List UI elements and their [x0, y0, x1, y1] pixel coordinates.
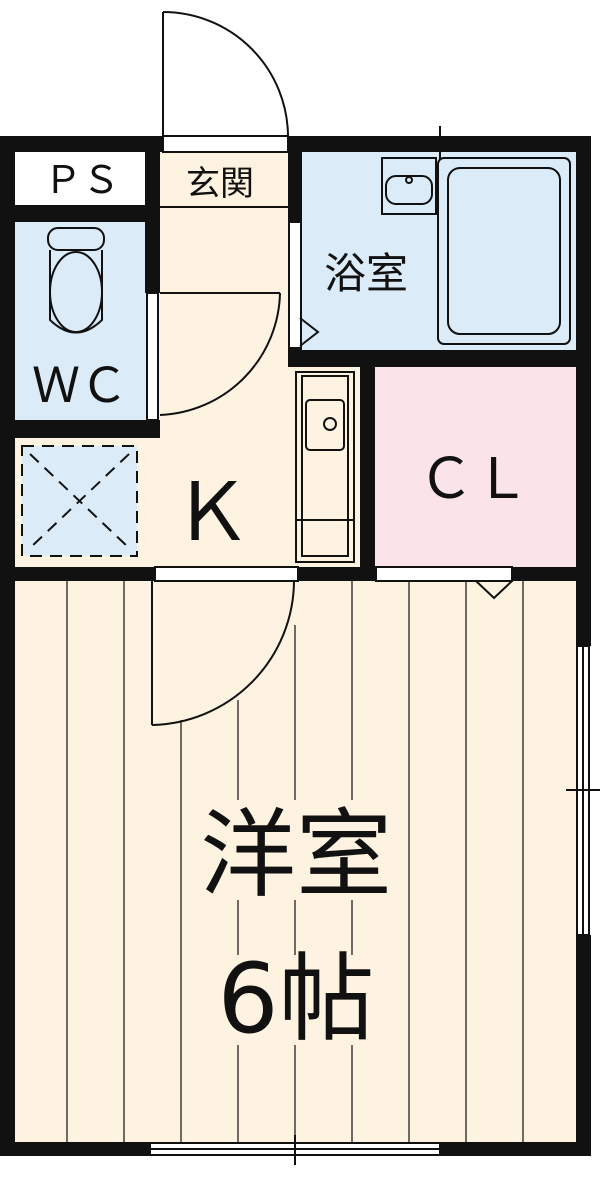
bath-label: 浴室: [324, 249, 408, 298]
kitchen-left-cover: [15, 222, 147, 422]
room-door: [151, 566, 299, 726]
closet-label: ＣＬ: [418, 447, 530, 512]
kitchen-label: Ｋ: [172, 466, 252, 559]
floor-storage: [21, 445, 138, 557]
bathtub: [437, 157, 571, 345]
size-label-bg: [210, 955, 380, 1045]
closet-room: [375, 367, 576, 567]
wc-door: [146, 292, 281, 421]
wc-label: ＷＣ: [32, 358, 128, 414]
room-name-label: 洋室: [200, 799, 392, 911]
ps-label: ＰＳ: [44, 158, 120, 202]
kitchen-counter: [295, 371, 355, 563]
bath-sink: [381, 157, 437, 215]
toilet: [47, 227, 105, 334]
ps-room: [15, 152, 145, 205]
room-size-label: 6帖: [217, 943, 374, 1055]
entrance-label: 玄関: [186, 164, 254, 204]
entrance-door: [162, 11, 289, 153]
bottom-window: [149, 1135, 441, 1165]
closet-door: [375, 566, 513, 600]
entrance-area: [160, 152, 288, 205]
bath-door: [288, 221, 320, 349]
room-label-bg: [195, 800, 395, 900]
right-window: [566, 645, 600, 936]
